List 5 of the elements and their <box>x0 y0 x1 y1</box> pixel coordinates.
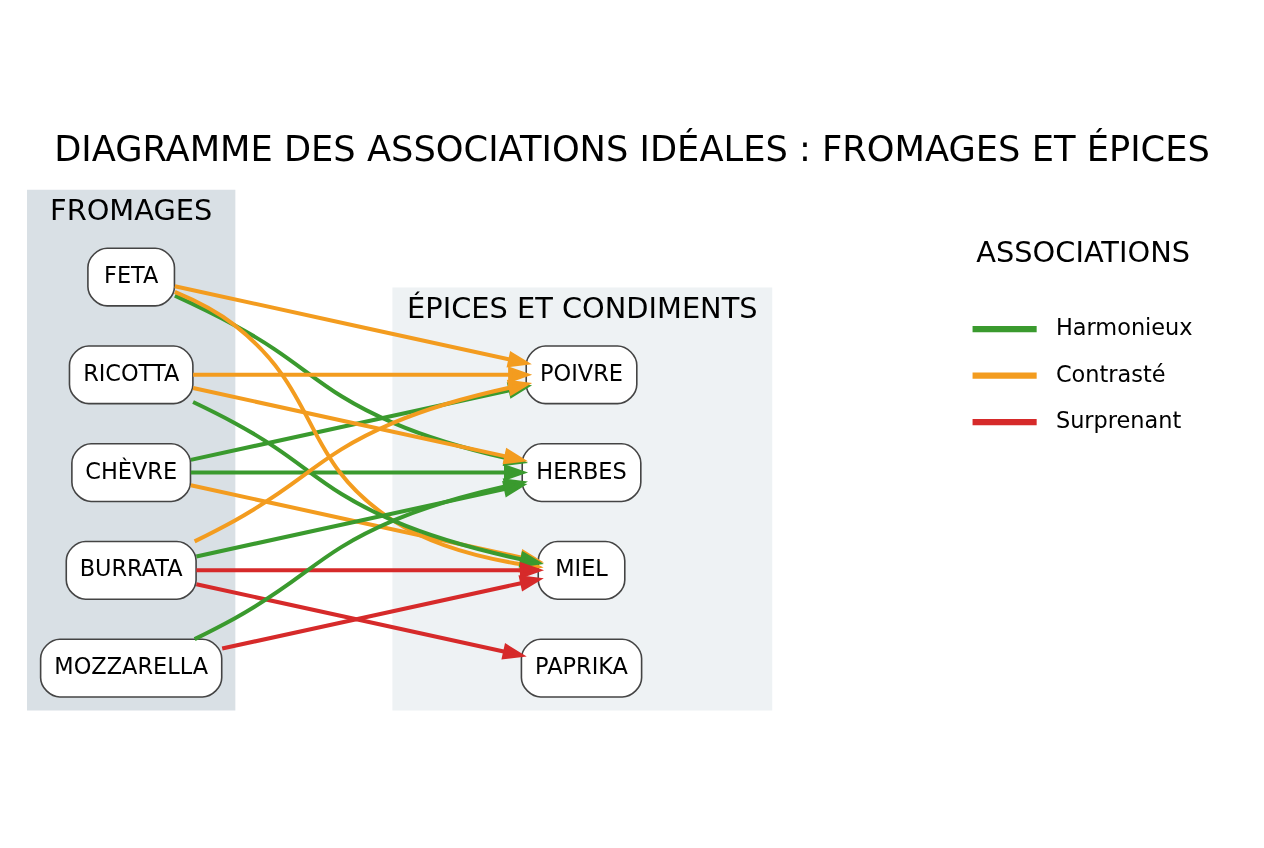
node-text: ASSOCIATIONS <box>976 234 1191 269</box>
legend-label: Surprenant <box>1055 406 1182 433</box>
legend-label: Harmonieux <box>1055 313 1193 340</box>
diagram-title: DIAGRAMME DES ASSOCIATIONS IDÉALES : FROMAGES ET ÉPICES <box>54 127 1210 169</box>
legend-label: Contrasté <box>1055 360 1166 387</box>
